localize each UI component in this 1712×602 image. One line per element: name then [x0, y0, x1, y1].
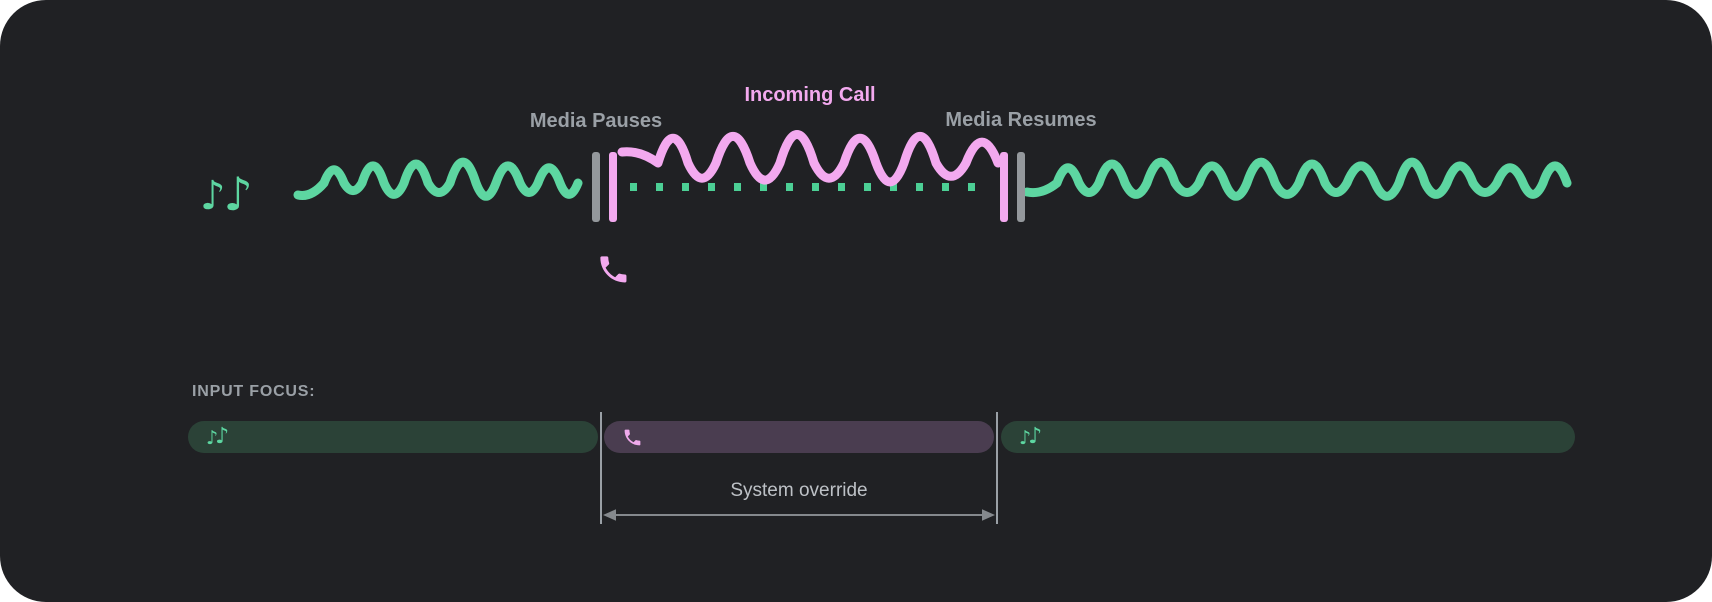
resume-marker-gray — [1017, 152, 1025, 222]
resume-marker-pink — [1000, 152, 1008, 222]
system-override-label: System override — [730, 480, 868, 501]
phone-icon — [624, 429, 641, 445]
media-wave-before — [293, 157, 583, 201]
system-override-arrow — [603, 509, 995, 521]
media-focus-pill-after: ♪♪ — [1001, 421, 1575, 453]
music-notes-icon: ♪♪ — [1019, 424, 1043, 449]
pause-marker-gray — [592, 152, 600, 222]
media-resumes-label: Media Resumes — [945, 109, 1096, 131]
incoming-call-label: Incoming Call — [744, 84, 875, 106]
music-notes-icon: ♪♪ — [206, 424, 230, 449]
media-focus-pill-before: ♪♪ — [188, 421, 598, 453]
call-wave — [617, 130, 1003, 187]
pause-marker-pink — [609, 152, 617, 222]
focus-boundary-line-left — [600, 412, 602, 524]
media-wave-after — [1022, 157, 1572, 201]
music-notes-icon: ♪♪ — [200, 167, 253, 221]
focus-boundary-line-right — [996, 412, 998, 524]
media-pauses-label: Media Pauses — [530, 110, 662, 132]
timeline-diagram: Media Pauses Incoming Call Media Resumes… — [200, 84, 1572, 283]
call-focus-pill — [604, 421, 994, 453]
input-focus-heading: INPUT FOCUS: — [192, 383, 316, 400]
incoming-call-phone-icon — [600, 256, 627, 283]
